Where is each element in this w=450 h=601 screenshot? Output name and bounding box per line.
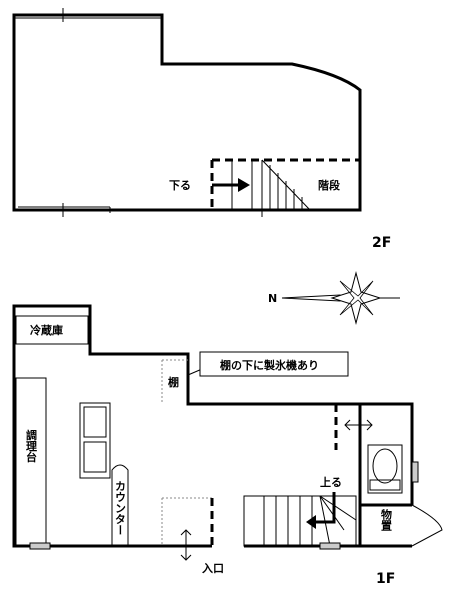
storage-room: 物置 [380, 504, 443, 547]
toilet-bowl [372, 448, 398, 484]
toilet-arrow-left [344, 419, 351, 431]
cabinet-top [83, 406, 107, 438]
cabinet-unit [79, 402, 111, 479]
second-floor-outer-wall [12, 13, 362, 212]
toilet-tank [369, 479, 401, 491]
ice-maker-note: 棚の下に製氷機あり [220, 358, 319, 372]
window-mark [29, 542, 51, 550]
freezer-label: 冷蔵庫 [30, 323, 63, 337]
first-floor-label: 1F [376, 571, 395, 587]
toilet-fixture [367, 444, 403, 494]
first-floor-outer-wall [12, 304, 414, 548]
cabinet-bottom [83, 441, 107, 473]
compass-rose: N [268, 271, 400, 325]
entrance-arrow-up [180, 529, 192, 536]
shelf-label: 棚 [168, 375, 179, 389]
second-floor-stairwell [210, 158, 360, 217]
down-label: 下る [169, 179, 191, 192]
first-floor-plan: 冷蔵庫 棚 棚の下に製氷機あり 調理台 カウンター 入口 [12, 304, 443, 587]
stair-diagonal [319, 495, 357, 521]
freezer [15, 315, 89, 345]
first-floor-stairwell [243, 492, 357, 550]
prep-table-label: 調理台 [25, 428, 38, 463]
storage-label: 物置 [380, 508, 393, 531]
stair-diagonal [319, 495, 345, 531]
second-floor-label: 2F [372, 235, 391, 251]
ice-maker-note-box [199, 351, 349, 377]
stair-step-mark [319, 542, 341, 550]
window-mark [411, 461, 419, 483]
compass-star-inner [339, 280, 374, 316]
second-floor-plan: 下る 階段 2F [12, 8, 391, 251]
up-label: 上る [320, 475, 342, 489]
counter-label: カウンター [114, 480, 127, 535]
north-label: N [268, 292, 277, 305]
stairs-label: 階段 [318, 178, 340, 192]
toilet [344, 419, 403, 494]
down-arrow-head [238, 178, 250, 192]
counter [111, 464, 129, 546]
up-arrow-head [306, 515, 316, 529]
storage-door-swing [411, 504, 443, 547]
up-arrow-shaft [314, 492, 336, 524]
entrance-label: 入口 [202, 562, 224, 575]
entrance-arrow-down [180, 554, 192, 561]
toilet-arrow-right [366, 419, 373, 431]
compass-star [330, 271, 382, 325]
